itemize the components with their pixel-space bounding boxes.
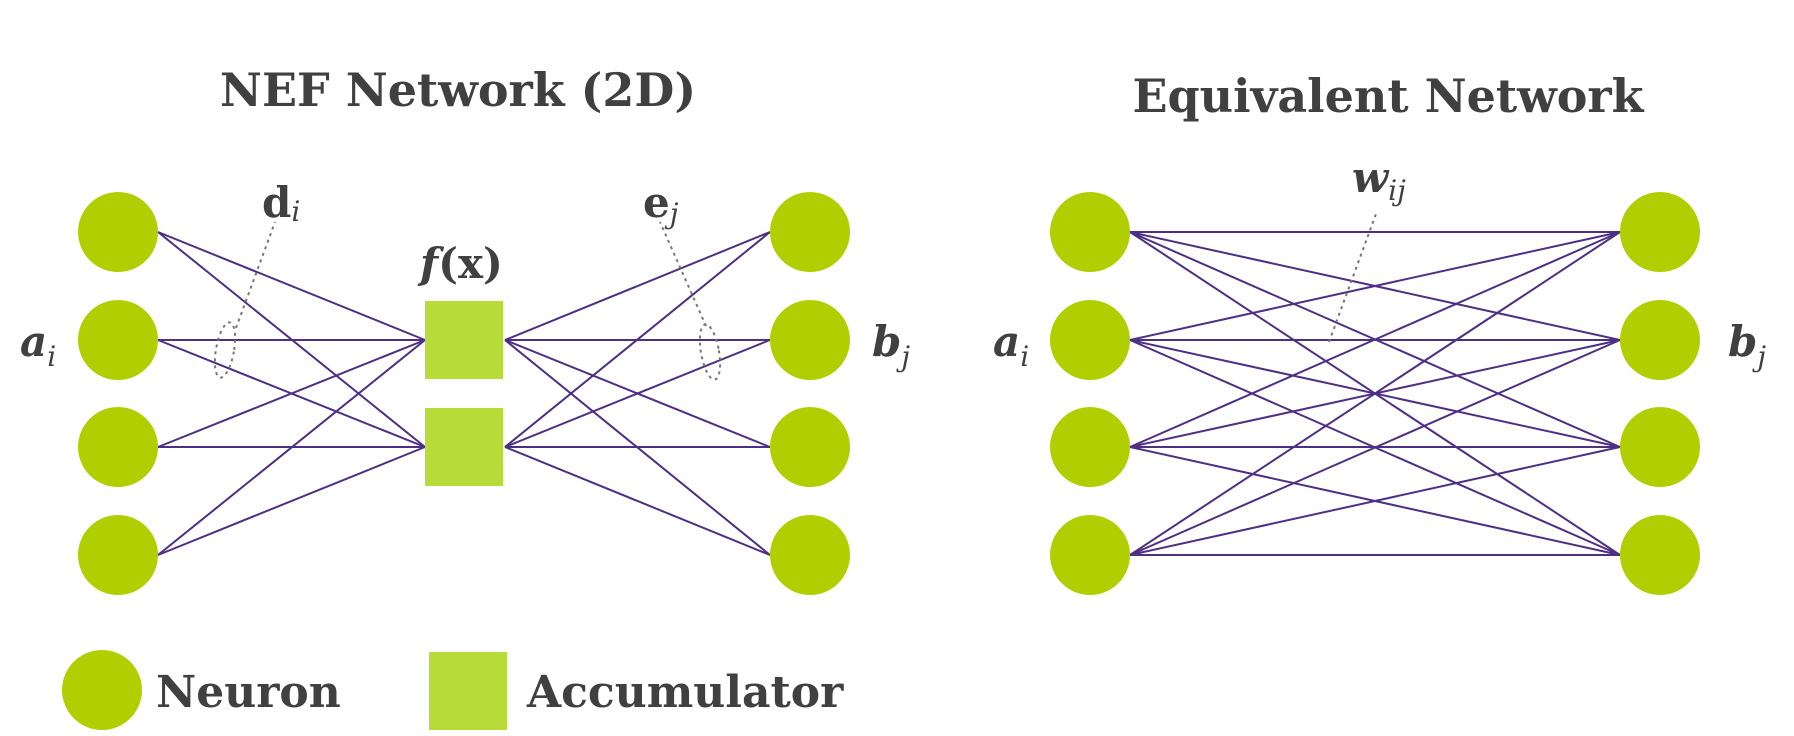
accumulator — [425, 408, 503, 486]
left-output-label: bj — [872, 317, 910, 373]
legend-neuron-label: Neuron — [156, 667, 341, 718]
legend-accumulator-icon — [429, 652, 507, 730]
output-neuron — [1620, 515, 1700, 595]
left-input-label: ai — [20, 317, 56, 373]
decoder-annotation — [213, 221, 276, 379]
encoder-connection — [504, 446, 771, 556]
encoder-connection — [504, 339, 771, 556]
legend-neuron-icon — [62, 650, 142, 730]
legend-accumulator-label: Accumulator — [526, 667, 844, 718]
input-neuron — [78, 515, 158, 595]
input-neuron — [78, 192, 158, 272]
input-neuron — [78, 300, 158, 380]
right-connections — [1129, 231, 1621, 556]
right-input-neurons — [1050, 192, 1130, 595]
output-neuron — [770, 407, 850, 487]
right-output-label: bj — [1728, 317, 1766, 373]
function-label: f(x) — [417, 239, 503, 288]
encoder-label: ej — [643, 178, 679, 230]
right-diagram-title: Equivalent Network — [1132, 69, 1644, 123]
left-connections — [157, 231, 771, 556]
accumulator — [425, 301, 503, 379]
input-neuron — [1050, 300, 1130, 380]
input-neuron — [78, 407, 158, 487]
output-neuron — [770, 192, 850, 272]
output-neuron — [1620, 300, 1700, 380]
weight-connection — [1129, 446, 1621, 556]
weight-connection — [1129, 339, 1621, 556]
right-input-label: ai — [993, 317, 1029, 373]
decoder-connection — [157, 339, 426, 556]
output-neuron — [770, 300, 850, 380]
output-neuron — [1620, 192, 1700, 272]
encoder-annotation — [659, 221, 722, 381]
decoder-connection — [157, 446, 426, 556]
left-output-neurons — [770, 192, 850, 595]
decoder-connection — [157, 339, 426, 448]
right-output-neurons — [1620, 192, 1700, 595]
output-neuron — [770, 515, 850, 595]
weight-connection — [1129, 231, 1621, 448]
left-diagram-title: NEF Network (2D) — [220, 63, 696, 117]
weight-annotation — [1328, 213, 1377, 343]
weight-connection — [1129, 231, 1621, 556]
decoder-label: di — [262, 178, 300, 228]
output-neuron — [1620, 407, 1700, 487]
legend: Neuron Accumulator — [62, 650, 844, 730]
weight-connection — [1129, 231, 1621, 341]
left-accumulators — [425, 301, 503, 486]
input-neuron — [1050, 407, 1130, 487]
left-input-neurons — [78, 192, 158, 595]
decoder-connection — [157, 231, 426, 341]
weight-label: wij — [1352, 153, 1406, 207]
input-neuron — [1050, 515, 1130, 595]
encoder-connection — [504, 339, 771, 448]
input-neuron — [1050, 192, 1130, 272]
encoder-connection — [504, 231, 771, 341]
